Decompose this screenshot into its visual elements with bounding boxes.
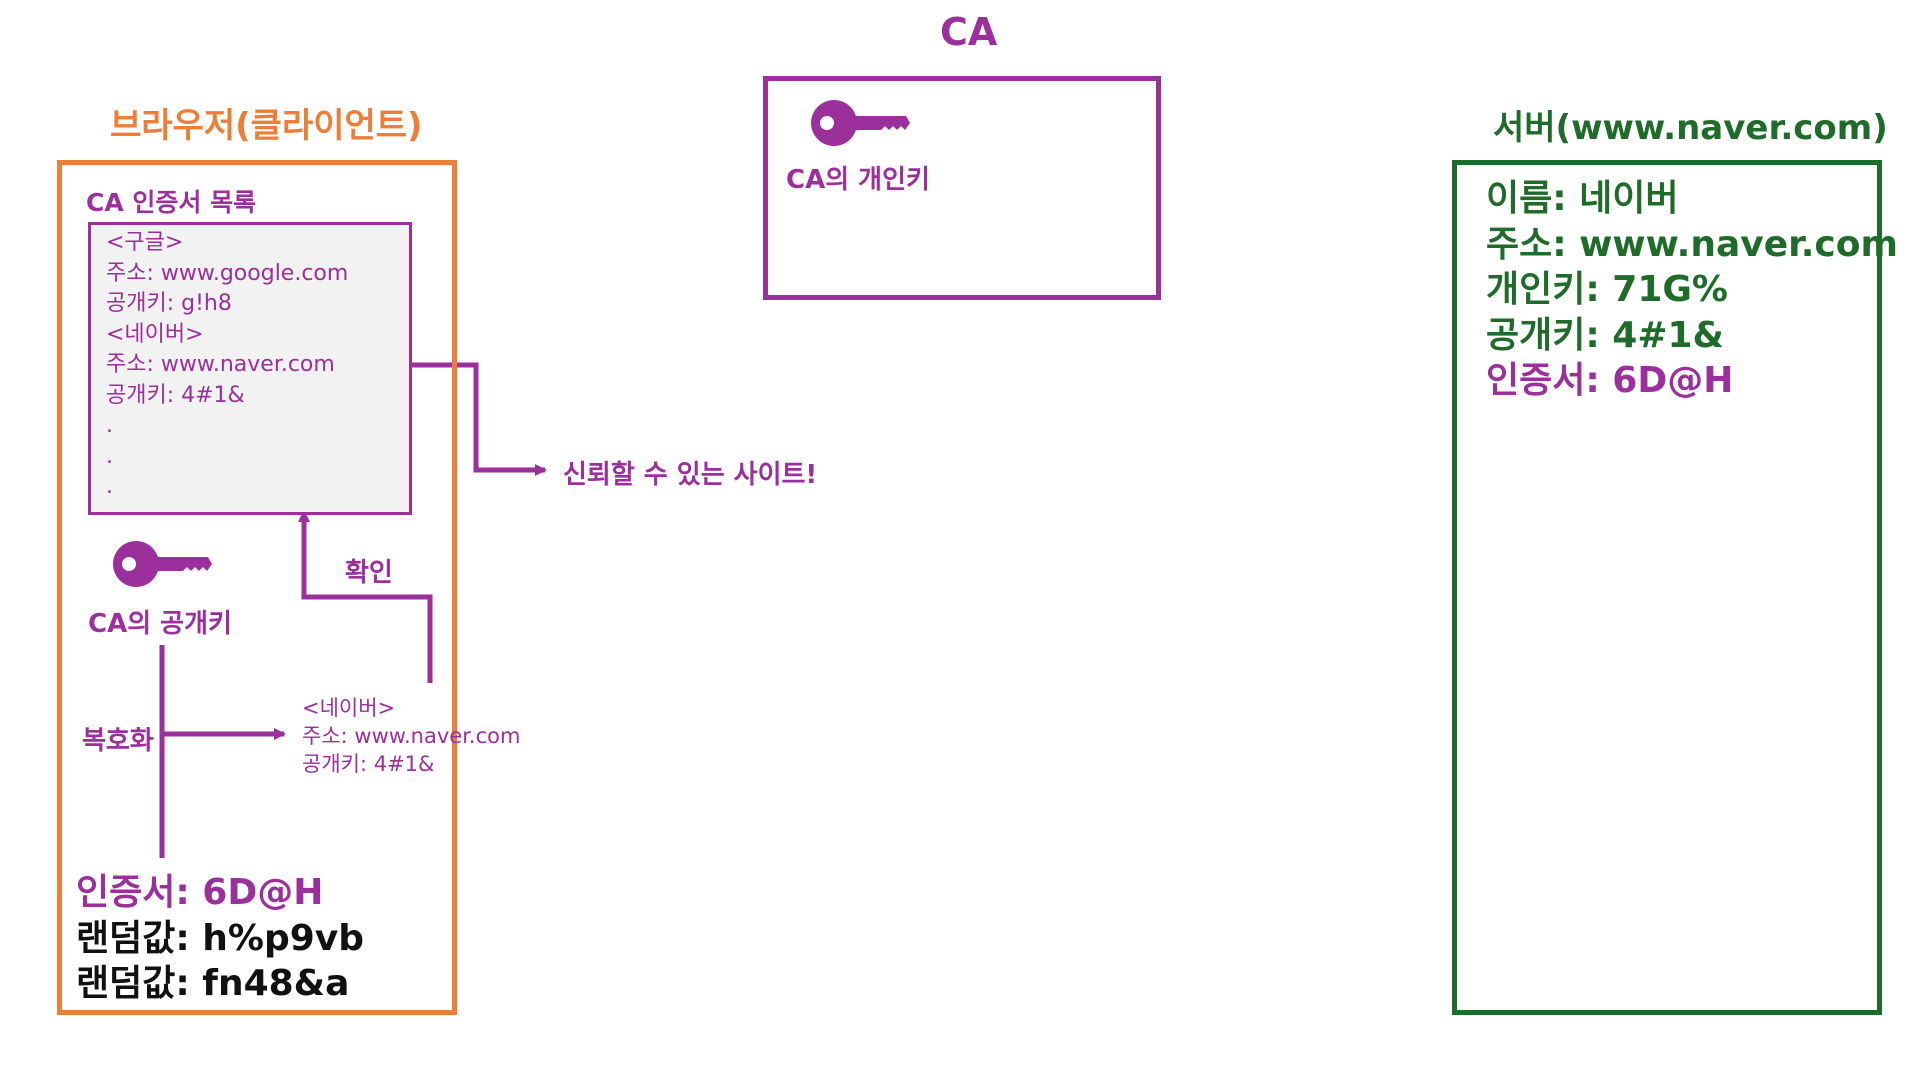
decrypt-label: 복호화 [82, 726, 154, 756]
server-public-key: 공개키: 4#1& [1486, 314, 1724, 356]
list-item: 공개키: 4#1& [106, 382, 245, 408]
confirm-label: 확인 [345, 558, 393, 588]
server-info: 이름: 네이버 주소: www.naver.com 개인키: 71G% 공개키:… [1486, 176, 1898, 404]
list-item: 공개키: 4#1& [302, 752, 435, 776]
confirm-arrow [298, 510, 433, 683]
list-item: <네이버> [302, 696, 396, 720]
server-address: 주소: www.naver.com [1486, 223, 1899, 265]
browser-title: 브라우저(클라이언트) [110, 106, 423, 146]
trusted-arrow [410, 362, 547, 476]
list-item: . [106, 413, 113, 438]
list-item: 주소: www.naver.com [302, 724, 521, 748]
list-item: . [106, 443, 113, 469]
server-box [1452, 160, 1882, 1015]
server-title: 서버(www.naver.com) [1493, 108, 1888, 148]
random-value-2: 랜덤값: fn48&a [76, 963, 350, 1004]
random-value-1: 랜덤값: h%p9vb [76, 918, 365, 959]
cert-list: <구글> 주소: www.google.com 공개키: g!h8 <네이버> … [106, 228, 409, 503]
ca-box: CA의 개인키 [763, 76, 1161, 300]
list-item: <네이버> [106, 321, 204, 347]
server-certificate: 인증서: 6D@H [1486, 360, 1734, 401]
key-icon [112, 540, 212, 588]
list-item: 주소: www.google.com [106, 260, 349, 286]
server-private-key: 개인키: 71G% [1486, 269, 1729, 310]
ca-private-key-label: CA의 개인키 [786, 165, 930, 195]
list-item: <구글> [106, 230, 184, 255]
list-item: 공개키: g!h8 [106, 291, 232, 316]
list-item: 주소: www.naver.com [106, 352, 335, 377]
key-icon [810, 99, 910, 147]
server-name: 이름: 네이버 [1486, 178, 1679, 219]
ca-title: CA [940, 10, 998, 54]
cert-list-box: <구글> 주소: www.google.com 공개키: g!h8 <네이버> … [88, 222, 412, 515]
trusted-site-label: 신뢰할 수 있는 사이트! [563, 460, 818, 490]
browser-certificate: 인증서: 6D@H [76, 872, 324, 913]
list-item: . [106, 474, 113, 499]
cert-list-title: CA 인증서 목록 [86, 188, 257, 217]
decrypted-content: <네이버> 주소: www.naver.com 공개키: 4#1& [302, 694, 520, 778]
ca-public-key-label: CA의 공개키 [88, 609, 232, 639]
browser-box [57, 160, 457, 1015]
